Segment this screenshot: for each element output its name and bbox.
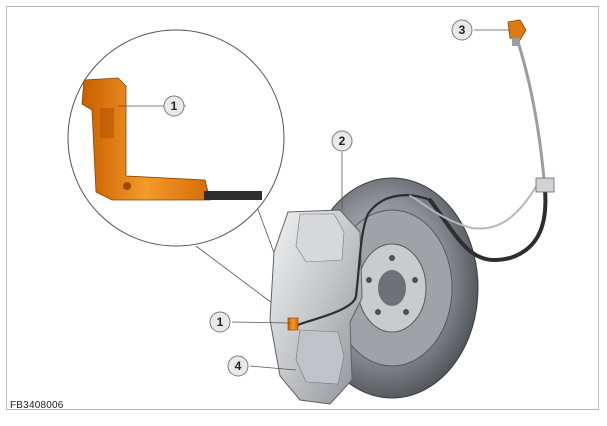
callout-1-main: 1: [209, 311, 231, 333]
figure-code: FB3408006: [10, 400, 64, 411]
sensor-cable: [294, 40, 555, 328]
connector-plug: [507, 19, 527, 46]
wear-sensor-detail: [81, 77, 262, 201]
detail-magnifier: [67, 29, 285, 247]
svg-text:1: 1: [171, 99, 178, 113]
svg-text:2: 2: [339, 134, 346, 148]
callout-1-detail: 1: [163, 95, 185, 117]
callout-2: 2: [331, 130, 353, 152]
wear-sensor: [287, 317, 299, 331]
brake-caliper: [269, 209, 363, 405]
svg-text:3: 3: [459, 23, 466, 37]
svg-text:4: 4: [235, 359, 242, 373]
svg-text:1: 1: [217, 315, 224, 329]
callout-3: 3: [451, 19, 473, 41]
callout-4: 4: [227, 355, 249, 377]
